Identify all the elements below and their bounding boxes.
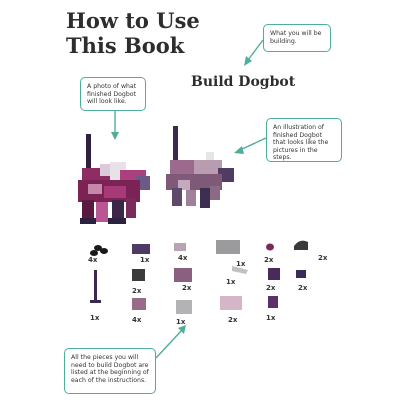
callout-photo: A photo of what finished Dogbot will loo… bbox=[80, 77, 146, 111]
qty-8: 2x bbox=[182, 284, 192, 292]
part-brick-light bbox=[176, 300, 192, 314]
qty-15: 2x bbox=[228, 316, 238, 324]
connector-pieces bbox=[155, 329, 183, 359]
qty-13: 4x bbox=[132, 316, 142, 324]
qty-5: 2x bbox=[264, 256, 274, 264]
callout-pieces-text: All the pieces you will need to build Do… bbox=[71, 354, 149, 384]
callout-pieces: All the pieces you will need to build Do… bbox=[64, 348, 156, 394]
part-brick-purple bbox=[268, 268, 280, 280]
callout-illustration-text: An illustration of finished Dogbot that … bbox=[273, 124, 329, 162]
qty-12: 1x bbox=[90, 314, 100, 322]
page-title-line-1: How to Use bbox=[66, 8, 200, 33]
part-plate-pink bbox=[174, 243, 186, 251]
part-bar-grey bbox=[232, 266, 248, 274]
callout-illustration: An illustration of finished Dogbot that … bbox=[266, 118, 342, 162]
qty-3: 4x bbox=[178, 254, 188, 262]
callout-building: What you will be building. bbox=[263, 24, 331, 52]
part-antenna-base bbox=[90, 300, 101, 303]
part-brick-small-purple bbox=[268, 296, 278, 308]
page-title: How to Use This Book bbox=[66, 8, 226, 58]
arrowhead-pieces bbox=[178, 325, 186, 334]
qty-4: 1x bbox=[236, 260, 246, 268]
qty-7: 2x bbox=[132, 287, 142, 295]
qty-2: 1x bbox=[140, 256, 150, 264]
part-brick-dark bbox=[132, 269, 145, 281]
qty-16: 1x bbox=[266, 314, 276, 322]
qty-9: 1x bbox=[226, 278, 236, 286]
part-brick-grey bbox=[216, 240, 240, 254]
arrowhead-photo bbox=[111, 132, 119, 140]
part-round-tiles bbox=[90, 245, 108, 256]
part-curved-slope bbox=[294, 240, 308, 250]
qty-1: 4x bbox=[88, 256, 98, 264]
callout-building-text: What you will be building. bbox=[270, 30, 322, 45]
qty-11: 2x bbox=[298, 284, 308, 292]
part-plate-purple bbox=[132, 244, 150, 254]
qty-10: 2x bbox=[266, 284, 276, 292]
part-brick-lightpink bbox=[220, 296, 242, 310]
connector-illustration bbox=[239, 137, 267, 151]
arrowhead-illustration bbox=[234, 146, 244, 154]
connector-building bbox=[247, 39, 264, 61]
build-title: Build Dogbot bbox=[191, 74, 296, 90]
part-brick-pink bbox=[132, 298, 146, 310]
qty-14: 1x bbox=[176, 318, 186, 326]
page-title-line-2: This Book bbox=[66, 33, 185, 58]
callout-photo-text: A photo of what finished Dogbot will loo… bbox=[87, 83, 137, 106]
part-antenna bbox=[94, 270, 97, 300]
part-tile-purple bbox=[296, 270, 306, 278]
part-brick-mauve bbox=[174, 268, 192, 282]
qty-6: 2x bbox=[318, 254, 328, 262]
arrowhead-building bbox=[244, 56, 252, 66]
part-round-magenta bbox=[266, 243, 274, 251]
